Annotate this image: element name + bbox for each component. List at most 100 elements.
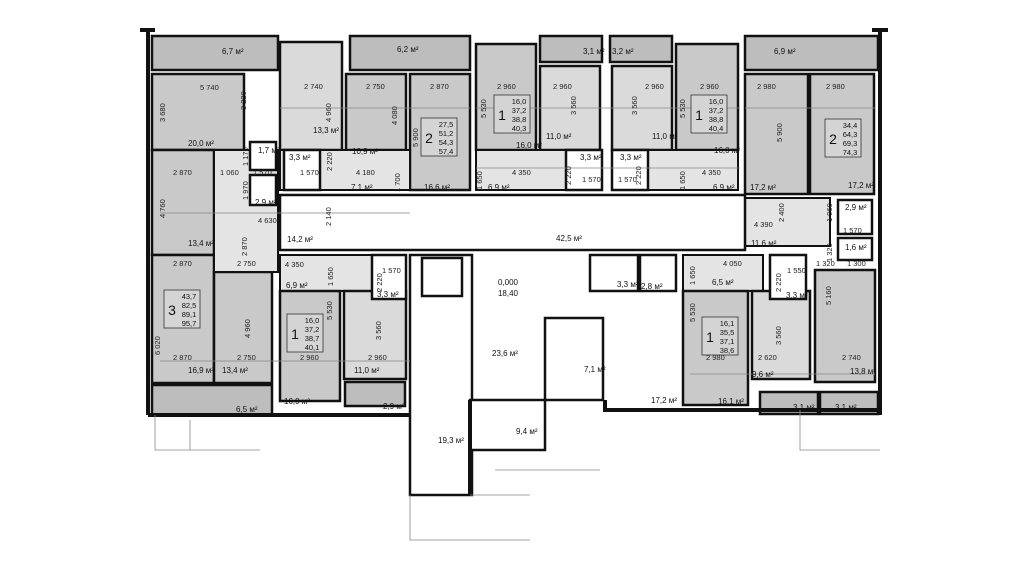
area-label: 16,0 м² (516, 141, 542, 150)
dimension: 3 560 (774, 326, 783, 345)
balcony (150, 383, 274, 417)
area-label: 11,0 м² (354, 366, 380, 375)
bathroom (836, 236, 874, 262)
apartment-badge: 2 27,5 51,2 54,3 57,4 (420, 117, 458, 157)
dimension: 1 570 (382, 266, 401, 275)
dimension: 1 570 (582, 175, 601, 184)
area-label: 3,3 м² (786, 291, 808, 300)
bathroom (370, 253, 408, 301)
dimension: 4 960 (324, 103, 333, 122)
svg-text:35,5: 35,5 (720, 328, 735, 337)
dimension: 5 740 (200, 83, 219, 92)
balcony (743, 34, 880, 72)
area-label: 13,8 м² (850, 367, 876, 376)
hall (279, 254, 376, 292)
area-label: 6,9 м² (774, 47, 796, 56)
elevation-mark: 0,000 (498, 278, 519, 287)
dimension: 4 630 (258, 216, 277, 225)
dimension: 2 870 (173, 168, 192, 177)
room (212, 270, 274, 385)
dimension: 2 220 (634, 166, 643, 185)
area-label: 7,1 м² (584, 365, 606, 374)
dimension: 1 570 (300, 168, 319, 177)
dimension: 1 960 (825, 203, 834, 222)
svg-text:1: 1 (291, 326, 299, 342)
area-label: 1,7 м² (258, 146, 280, 155)
svg-text:1: 1 (695, 107, 703, 123)
area-label: 6,9 м² (286, 281, 308, 290)
svg-text:51,2: 51,2 (439, 129, 454, 138)
area-label: 1,6 м² (845, 243, 867, 252)
area-label: 2,8 м² (641, 282, 663, 291)
walls (140, 28, 888, 541)
dimension: 5 530 (325, 301, 334, 320)
dimension: 2 980 (757, 82, 776, 91)
hall (645, 149, 739, 191)
svg-text:37,1: 37,1 (720, 337, 735, 346)
dimension: 1 570 (843, 226, 862, 235)
area-label: 2,9 м² (383, 402, 405, 411)
area-label: 16,1 м² (718, 397, 744, 406)
elevator (420, 256, 464, 298)
bathroom (836, 198, 874, 236)
room (344, 72, 408, 152)
dimension: 4 760 (158, 199, 167, 218)
area-label: 14,2 м² (287, 235, 313, 244)
dimension: 5 530 (688, 303, 697, 322)
apartment-badge: 1 16,0 37,2 38,8 40,4 (690, 94, 728, 134)
dimension: 2 960 (368, 353, 387, 362)
dimension: 2 140 (324, 207, 333, 226)
dimension: 2 620 (758, 353, 777, 362)
dimension: 5 900 (775, 123, 784, 142)
area-label: 17,2 м² (848, 181, 874, 190)
dimension: 2 740 (842, 353, 861, 362)
svg-text:16,1: 16,1 (720, 319, 735, 328)
area-label: 2,9 м² (255, 198, 277, 207)
area-label: 17,2 м² (750, 183, 776, 192)
dimension: 1 300 (847, 259, 866, 268)
hall (744, 197, 831, 247)
vestibule (468, 398, 547, 452)
dimension: 1 170 (241, 147, 250, 166)
dimension: 3 560 (630, 96, 639, 115)
dimension: 4 350 (702, 168, 721, 177)
bathroom (638, 253, 678, 293)
svg-text:1: 1 (498, 107, 506, 123)
dimension: 5 530 (479, 99, 488, 118)
area-label: 2,9 м² (845, 203, 867, 212)
dimension: 1 650 (688, 266, 697, 285)
balcony (150, 34, 280, 72)
dimension: 2 400 (777, 203, 786, 222)
svg-text:27,5: 27,5 (439, 120, 454, 129)
corridor (278, 193, 747, 252)
dimension: 2 220 (564, 166, 573, 185)
bathroom (282, 148, 322, 192)
room (813, 268, 877, 384)
svg-text:16,0: 16,0 (512, 97, 527, 106)
dimension: 1 060 (220, 168, 239, 177)
svg-text:3: 3 (168, 302, 176, 318)
apartment-badge: 1 16,0 37,2 38,7 40,1 (286, 313, 324, 353)
dimension: 5 900 (411, 128, 420, 147)
dimension: 2 960 (553, 82, 572, 91)
area-label: 3,3 м² (620, 153, 642, 162)
area-label: 19,3 м² (438, 436, 464, 445)
svg-text:40,3: 40,3 (512, 124, 527, 133)
apartment-badges: 3 43,7 82,5 89,1 95,7 2 27,5 51,2 54,3 5… (163, 94, 862, 356)
svg-text:95,7: 95,7 (182, 319, 197, 328)
bathroom (248, 173, 278, 207)
dimension: 2 220 (375, 273, 384, 292)
dimension: 1 550 (787, 266, 806, 275)
dimension: 4 180 (356, 168, 375, 177)
area-label: 3,2 м² (612, 47, 634, 56)
dimension: 3 560 (374, 321, 383, 340)
area-label: 16,9 м² (188, 366, 214, 375)
dimension: 1 320 (825, 243, 834, 262)
dimension: 4 350 (512, 168, 531, 177)
kitchen (278, 40, 344, 152)
room (150, 72, 246, 152)
apartment-badge: 2 34,4 64,3 69,3 74,3 (824, 118, 862, 158)
area-label: 23,6 м² (492, 349, 518, 358)
bathroom (588, 253, 640, 293)
area-label: 6,5 м² (712, 278, 734, 287)
